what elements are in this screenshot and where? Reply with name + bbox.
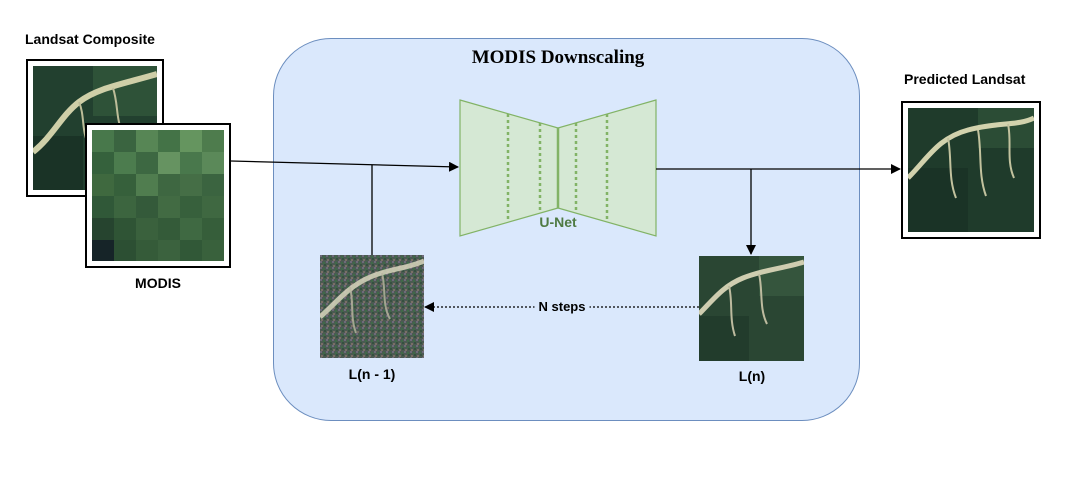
unet-shape [459, 99, 657, 237]
l-prev-image [320, 255, 424, 358]
modis-to-unet-arrow [230, 160, 459, 172]
denoised-satellite-image [699, 256, 804, 361]
l-prev-label: L(n - 1) [348, 366, 396, 382]
unet-label: U-Net [539, 214, 577, 230]
panel-title: MODIS Downscaling [471, 47, 645, 68]
predicted-landsat-image [901, 101, 1041, 239]
noisy-satellite-image [320, 255, 424, 358]
modis-image [85, 123, 231, 268]
l-n-label: L(n) [738, 368, 766, 384]
predicted-landsat-label: Predicted Landsat [904, 71, 1026, 87]
landsat-composite-label: Landsat Composite [25, 31, 155, 47]
l-n-image [699, 256, 804, 361]
predicted-satellite-image [908, 108, 1034, 232]
modis-label: MODIS [135, 275, 181, 291]
n-steps-label: N steps [534, 299, 590, 314]
modis-pixelated-image [92, 130, 224, 261]
